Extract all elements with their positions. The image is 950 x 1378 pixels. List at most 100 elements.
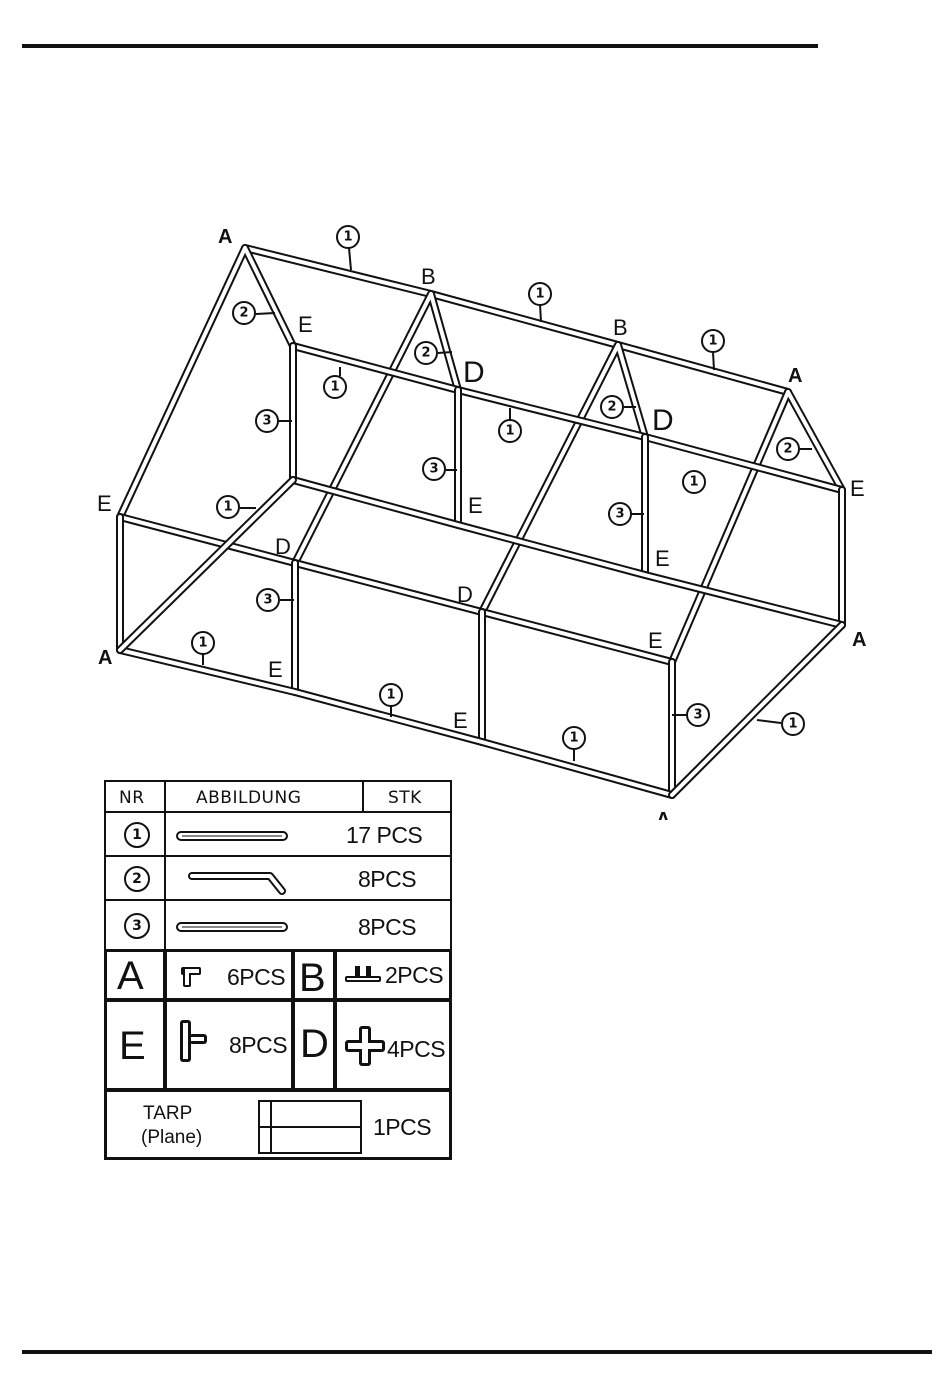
svg-text:3: 3 [693,708,702,723]
connector-d-quantity: 4PCS [387,1036,445,1063]
straight-tube-icon [176,830,288,842]
connector-a-letter: A [117,954,144,999]
part-1-marker: 1 [217,496,239,518]
part-1-marker: 1 [683,471,705,493]
ridge-connector-icon [343,962,383,986]
connector-e-letter: E [119,1024,146,1069]
row-3-content-cell: 8PCS [164,899,452,951]
label-e-7: E [268,657,283,682]
part-2-marker: 2 [601,396,623,418]
svg-text:1: 1 [535,287,544,302]
label-a-top-right: A [788,365,802,387]
connector-a-letter-cell: A [104,949,166,1001]
bottom-rule [22,1350,932,1354]
connector-a-cell: 6PCS [164,949,294,1001]
label-d-back-1: D [463,356,485,389]
tarp-icon [257,1099,363,1155]
label-e-4: E [850,476,865,501]
header-nr: NR [119,788,145,808]
part-1-marker: 1 [337,226,359,248]
connector-d-letter-cell: D [292,999,336,1091]
header-qty-cell: STK [362,780,452,813]
part-3-marker: 3 [609,503,631,525]
part-3-marker: 3 [687,704,709,726]
label-e-2: E [97,491,112,516]
row-3-number: 3 [124,913,150,939]
corner-connector-icon [179,964,205,990]
svg-text:2: 2 [607,400,616,415]
row-3-nr-cell: 3 [104,899,166,951]
part-2-marker: 2 [233,302,255,324]
svg-text:2: 2 [783,442,792,457]
label-a-back-right: A [852,629,866,651]
connector-b-quantity: 2PCS [385,962,443,989]
svg-text:1: 1 [689,475,698,490]
part-1-marker: 1 [702,330,724,352]
tarp-label-sub: (Plane) [141,1126,202,1150]
row-3-quantity: 8PCS [358,914,416,941]
svg-text:1: 1 [788,717,797,732]
label-d-front-2: D [457,582,473,607]
svg-text:2: 2 [421,346,430,361]
part-2-marker: 2 [777,438,799,460]
part-1-marker: 1 [380,684,402,706]
row-2-nr-cell: 2 [104,855,166,901]
label-e-8: E [453,708,468,733]
row-1-number: 1 [124,822,150,848]
tarp-cell: TARP (Plane) 1PCS [104,1089,452,1160]
row-2-quantity: 8PCS [358,866,416,893]
connector-a-quantity: 6PCS [227,964,285,991]
part-3-marker: 3 [257,589,279,611]
svg-text:1: 1 [343,230,352,245]
svg-text:3: 3 [429,462,438,477]
svg-text:3: 3 [615,507,624,522]
label-e-6: E [648,628,663,653]
svg-text:1: 1 [505,424,514,439]
part-1-marker: 1 [782,713,804,735]
header-image-cell: ABBILDUNG [164,780,364,813]
row-1-quantity: 17 PCS [346,822,422,849]
tarp-label: TARP [143,1102,192,1126]
straight-tube-icon [176,921,288,933]
label-e-3: E [468,493,483,518]
connector-e-letter-cell: E [104,999,166,1091]
parts-table: NR ABBILDUNG STK 1 17 PCS 2 8PCS 3 8 [104,780,452,1160]
frame-tubes [120,248,842,795]
label-b-2: B [613,315,628,340]
svg-text:1: 1 [198,636,207,651]
label-b-1: B [421,264,436,289]
row-1-content-cell: 17 PCS [164,811,452,857]
connector-b-letter-cell: B [292,949,336,1001]
connector-e-cell: 8PCS [164,999,294,1091]
svg-text:1: 1 [708,334,717,349]
cross-connector-icon [343,1024,387,1068]
tarp-quantity: 1PCS [373,1114,431,1141]
label-d-front-1: D [275,534,291,559]
row-2-number: 2 [124,866,150,892]
part-2-marker: 2 [415,342,437,364]
label-a-front-left: A [98,647,112,669]
part-1-marker: 1 [324,376,346,398]
t-connector-icon [177,1018,209,1064]
label-a-front-right: A [656,809,670,820]
part-1-marker: 1 [192,632,214,654]
svg-text:1: 1 [223,500,232,515]
svg-text:1: 1 [569,731,578,746]
connector-e-quantity: 8PCS [229,1032,287,1059]
part-3-marker: 3 [423,458,445,480]
connector-b-cell: 2PCS [334,949,452,1001]
bent-tube-icon [188,869,288,897]
frame-assembly-diagram: A A A A A B B D D D D E E E E E E E E 1 … [0,0,950,820]
header-nr-cell: NR [104,780,166,813]
row-2-content-cell: 8PCS [164,855,452,901]
row-1-nr-cell: 1 [104,811,166,857]
svg-text:3: 3 [263,593,272,608]
svg-text:1: 1 [386,688,395,703]
connector-d-letter: D [300,1022,329,1067]
svg-text:2: 2 [239,306,248,321]
label-e-5: E [655,546,670,571]
part-1-marker: 1 [529,283,551,305]
header-image: ABBILDUNG [196,788,301,808]
svg-text:1: 1 [330,380,339,395]
part-3-marker: 3 [256,410,278,432]
